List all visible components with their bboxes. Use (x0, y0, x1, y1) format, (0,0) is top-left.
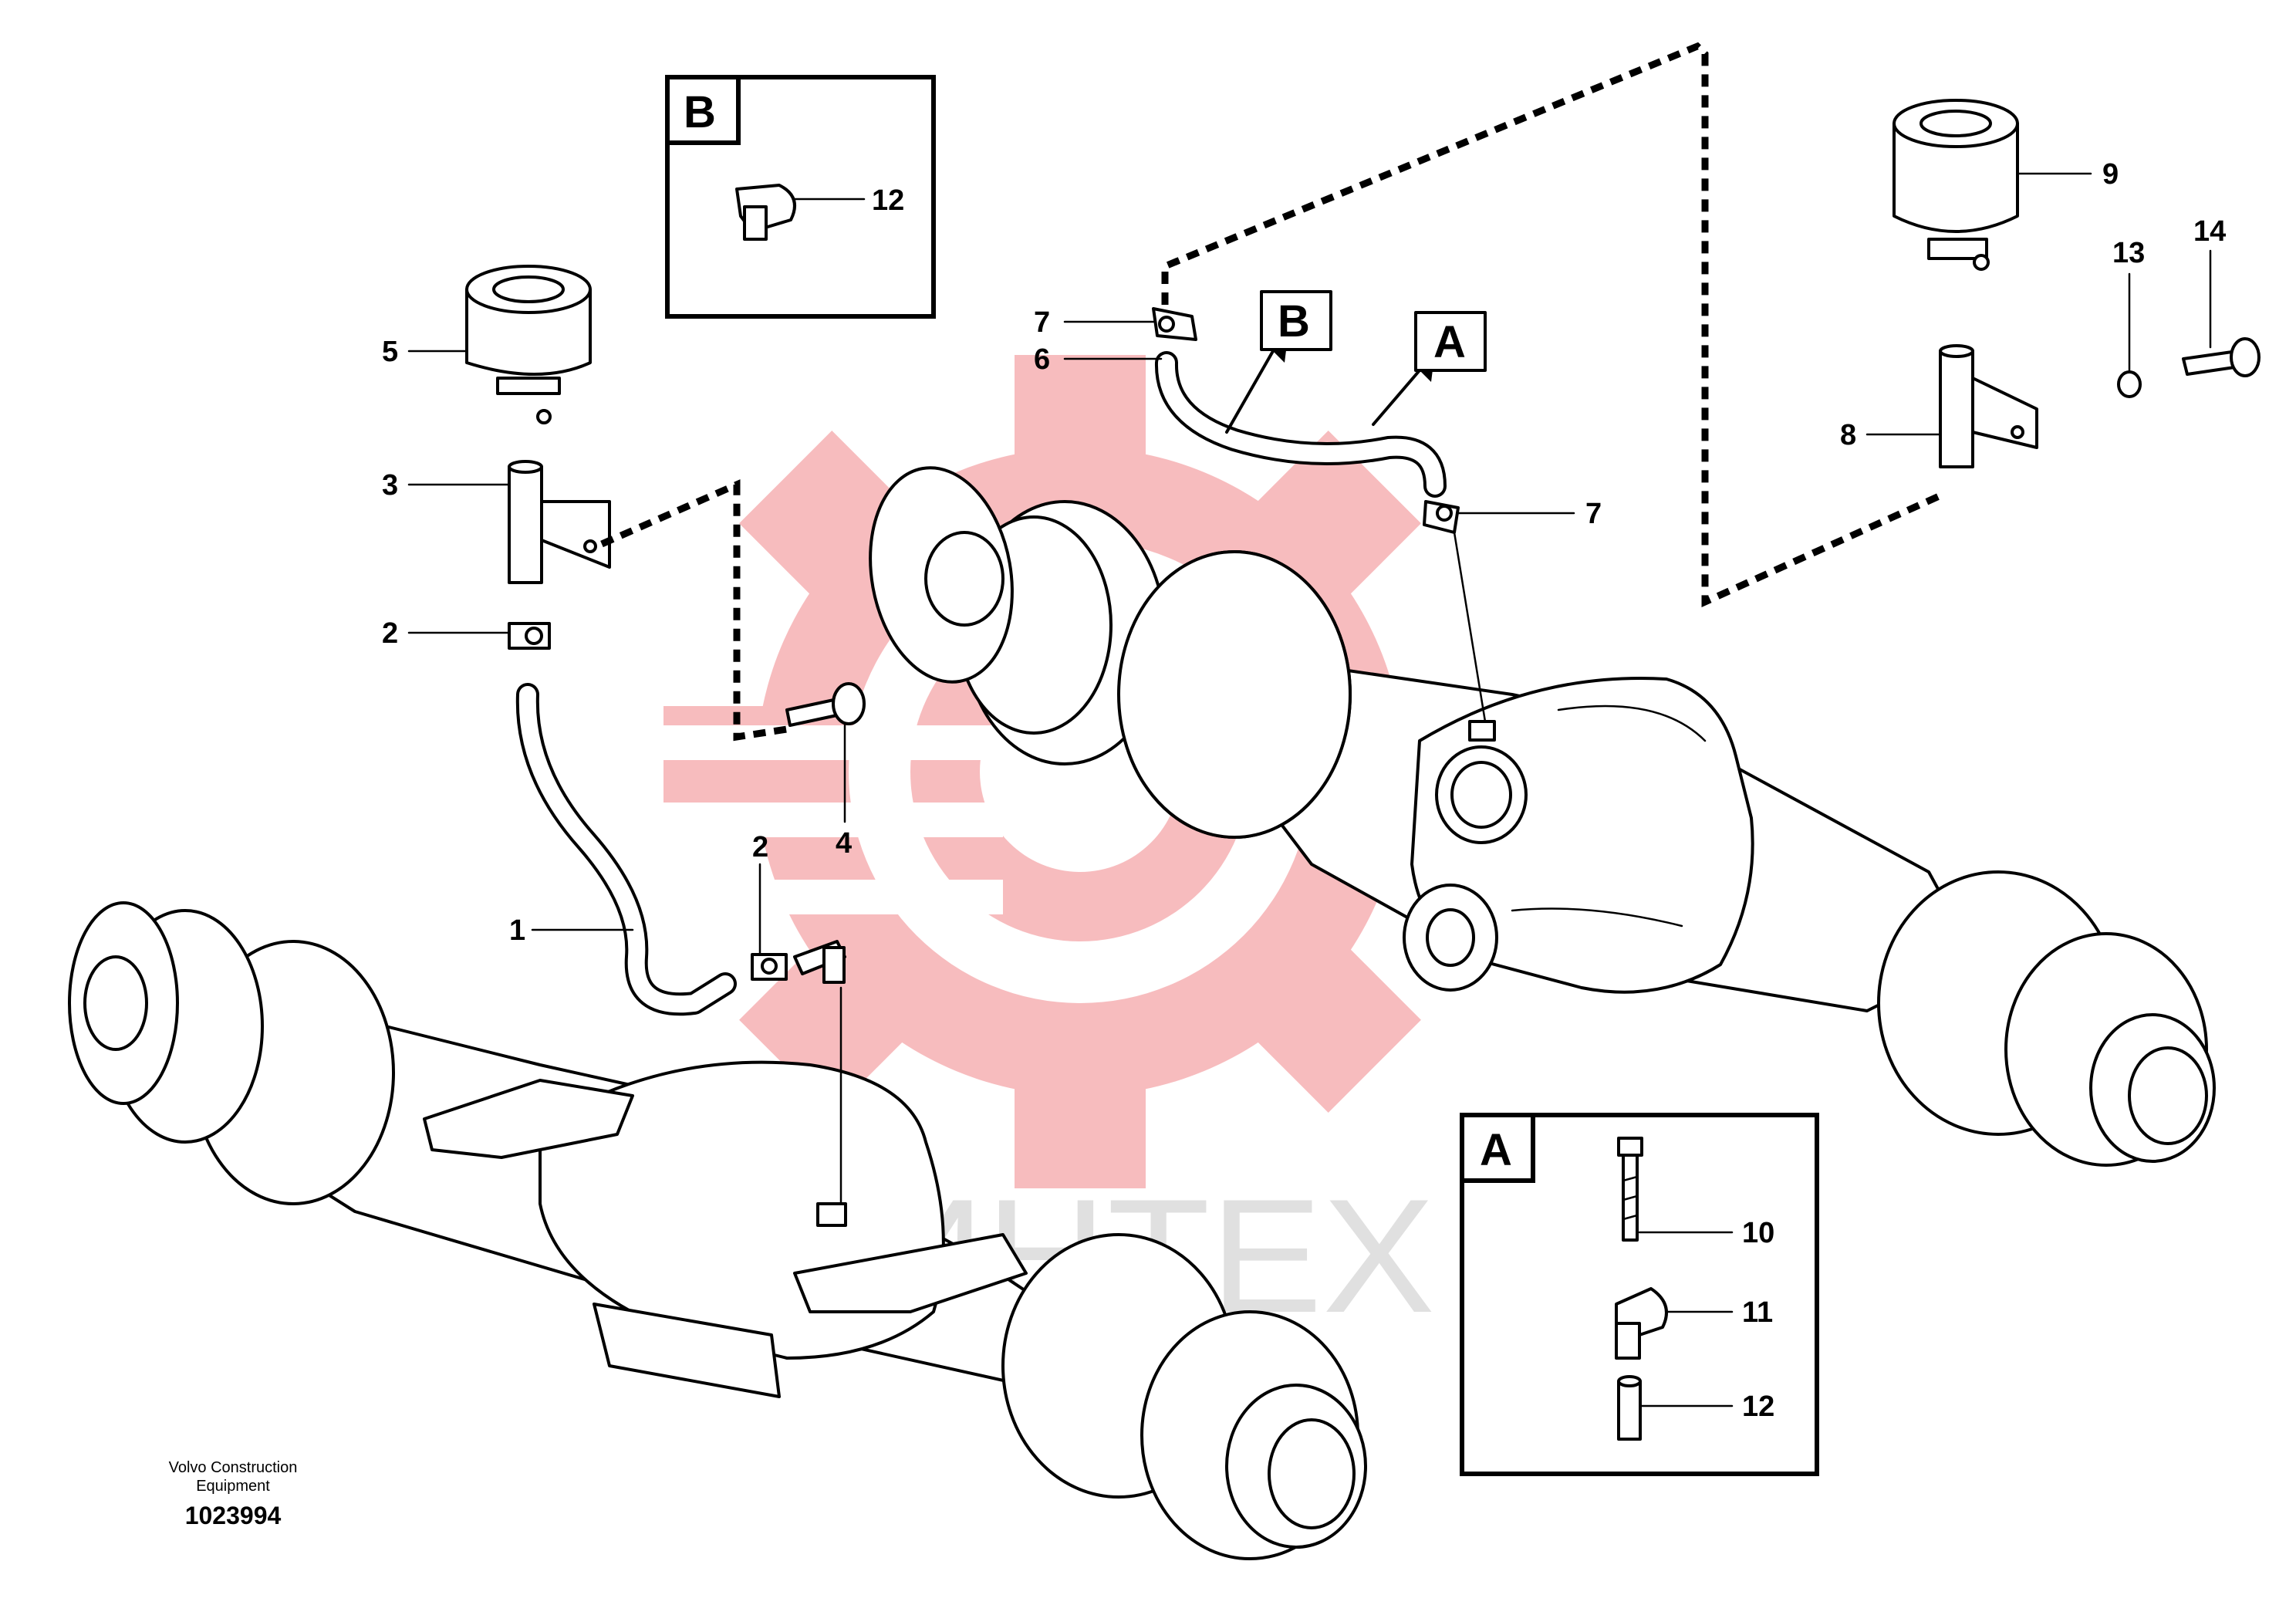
detail-box-b: B 12 (665, 75, 936, 319)
document-number: 1023994 (185, 1502, 282, 1529)
callout-7-top: 7 (1034, 306, 1050, 339)
svg-text:A: A (1480, 1125, 1512, 1175)
hose-clamp-upper-left (508, 622, 551, 650)
callout-8: 8 (1840, 419, 1856, 451)
svg-text:B: B (1278, 296, 1310, 346)
front-axle-assembly (68, 901, 1367, 1560)
callout-12-box-b: 12 (872, 184, 904, 217)
callout-13: 13 (2112, 237, 2145, 269)
manufacturer-line-1: Volvo Construction (169, 1459, 298, 1476)
callout-2-lower: 2 (752, 831, 768, 863)
callout-3: 3 (382, 469, 398, 502)
breather-pipe-right (1939, 344, 2038, 468)
callout-11: 11 (1742, 1296, 1773, 1329)
mounting-bolt-right (2182, 337, 2261, 377)
breather-filter-left (465, 265, 592, 424)
breather-hose-left (515, 683, 737, 1016)
rear-axle-assembly (869, 466, 2216, 1167)
callout-4: 4 (836, 827, 852, 860)
callout-12-box-a: 12 (1742, 1391, 1774, 1423)
callout-10: 10 (1742, 1217, 1774, 1249)
manufacturer-line-2: Equipment (196, 1478, 270, 1495)
dashed-leader-top (1161, 42, 1946, 607)
svg-text:B: B (684, 87, 716, 137)
callout-6: 6 (1034, 343, 1050, 376)
hose-lead-line (1453, 531, 1487, 723)
callout-leaders (407, 172, 2212, 956)
breather-hose-upper (1155, 351, 1447, 498)
callout-14: 14 (2193, 215, 2226, 248)
hose-clamp-lower-left (751, 953, 788, 981)
detail-flag-b: B (1225, 290, 1332, 434)
hose-clamp-right (1423, 500, 1460, 534)
washer (2117, 370, 2142, 398)
callout-1: 1 (509, 914, 525, 947)
callout-2-upper: 2 (382, 617, 398, 650)
detail-box-a: A 10 11 12 (1460, 1113, 1819, 1476)
callout-7-right: 7 (1585, 498, 1602, 530)
hose-clamp-top (1152, 307, 1197, 341)
svg-text:A: A (1433, 317, 1466, 367)
elbow-fitting-left (793, 940, 846, 984)
breather-pipe-left (508, 460, 611, 584)
callout-5: 5 (382, 336, 398, 368)
detail-flag-a: A (1372, 311, 1487, 426)
callout-9: 9 (2102, 158, 2119, 191)
mounting-bolt-left (785, 682, 866, 727)
dashed-leader-left (600, 479, 788, 742)
breather-filter-right (1893, 99, 2019, 271)
